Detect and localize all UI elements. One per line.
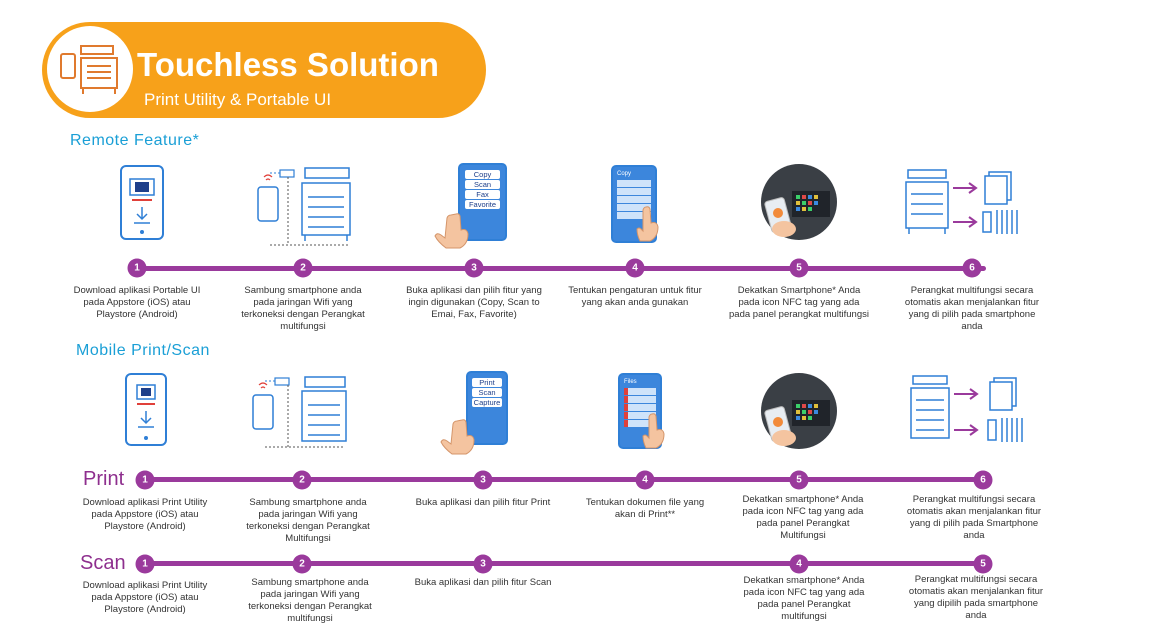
settings-row bbox=[617, 180, 651, 187]
step-caption: Buka aplikasi dan pilih fitur Scan bbox=[414, 577, 552, 588]
row-label-scan: Scan bbox=[80, 552, 126, 574]
step-caption: Sambung smartphone anda pada jaringan Wi… bbox=[248, 577, 372, 624]
menu-item-copy: Copy bbox=[465, 170, 500, 179]
step-dot: 6 bbox=[973, 470, 993, 490]
nfc-tap-icon bbox=[761, 373, 837, 449]
settings-row bbox=[617, 188, 651, 195]
step-caption: Buka aplikasi dan pilih fitur yang ingin… bbox=[406, 285, 542, 320]
file-row bbox=[624, 412, 656, 419]
step-dot: 3 bbox=[464, 258, 484, 278]
step-caption: Tentukan pengaturan untuk fitur yang aka… bbox=[568, 285, 702, 308]
phone-download-icon bbox=[120, 165, 164, 240]
menu-item-fax: Fax bbox=[465, 190, 500, 199]
step-caption: Buka aplikasi dan pilih fitur Print bbox=[415, 497, 551, 508]
files-title: Files bbox=[624, 379, 637, 385]
wifi-mfp-icon bbox=[257, 167, 351, 246]
step-dot: 5 bbox=[789, 470, 809, 490]
page-subtitle: Print Utility & Portable UI bbox=[144, 90, 332, 109]
step-dot: 4 bbox=[789, 554, 809, 574]
section-title-remote: Remote Feature* bbox=[70, 132, 200, 149]
step-dot: 2 bbox=[292, 470, 312, 490]
file-row bbox=[624, 404, 656, 411]
hand-pointer-icon bbox=[440, 419, 475, 455]
menu-item-favorite: Favorite bbox=[465, 200, 500, 209]
step-dot: 5 bbox=[789, 258, 809, 278]
mfp-output-icon bbox=[905, 169, 1018, 234]
step-dot: 6 bbox=[962, 258, 982, 278]
menu-item-scan: Scan bbox=[472, 388, 502, 397]
hand-pointer-icon bbox=[642, 413, 665, 449]
nfc-tap-icon bbox=[761, 164, 837, 240]
step-dot: 2 bbox=[293, 258, 313, 278]
phone-download-print-icon bbox=[125, 373, 167, 446]
step-dot: 2 bbox=[292, 554, 312, 574]
step-caption: Download aplikasi Portable UI pada Appst… bbox=[73, 285, 201, 320]
mfp-output-icon bbox=[910, 375, 1023, 442]
file-row bbox=[624, 388, 656, 395]
mfp-logo-icon bbox=[47, 26, 133, 112]
wifi-mfp-icon bbox=[252, 376, 347, 448]
hand-pointer-icon bbox=[636, 206, 659, 242]
step-dot: 3 bbox=[473, 554, 493, 574]
row-label-print: Print bbox=[83, 468, 125, 490]
page-title: Touchless Solution bbox=[137, 46, 439, 83]
step-caption: Tentukan dokumen file yang akan di Print… bbox=[585, 497, 705, 520]
settings-title: Copy bbox=[617, 171, 632, 177]
step-caption: Dekatkan Smartphone* Anda pada icon NFC … bbox=[729, 285, 869, 320]
phone-menu-remote: Copy Scan Fax Favorite bbox=[458, 163, 507, 241]
hand-pointer-icon bbox=[434, 213, 469, 249]
step-caption: Perangkat multifungsi secara otomatis ak… bbox=[906, 494, 1042, 541]
step-dot: 4 bbox=[625, 258, 645, 278]
timeline-remote bbox=[128, 266, 986, 271]
step-dot: 1 bbox=[135, 554, 155, 574]
step-caption: Sambung smartphone anda pada jaringan Wi… bbox=[241, 285, 365, 332]
file-row bbox=[624, 420, 656, 427]
settings-row bbox=[617, 212, 651, 219]
section-title-mobile: Mobile Print/Scan bbox=[76, 342, 210, 359]
file-row bbox=[624, 396, 656, 403]
phone-menu-mobile: Print Scan Capture bbox=[466, 371, 508, 445]
settings-row bbox=[617, 196, 651, 203]
step-dot: 1 bbox=[127, 258, 147, 278]
settings-row bbox=[617, 204, 651, 211]
step-caption: Dekatkan smartphone* Anda pada icon NFC … bbox=[742, 494, 864, 541]
step-caption: Sambung smartphone anda pada jaringan Wi… bbox=[246, 497, 370, 544]
step-caption: Download aplikasi Print Utility pada App… bbox=[82, 580, 208, 615]
timeline-print bbox=[136, 477, 990, 482]
menu-item-capture: Capture bbox=[472, 398, 502, 407]
menu-item-scan: Scan bbox=[465, 180, 500, 189]
step-caption: Dekatkan smartphone* Anda pada icon NFC … bbox=[743, 575, 865, 622]
step-dot: 1 bbox=[135, 470, 155, 490]
step-caption: Download aplikasi Print Utility pada App… bbox=[82, 497, 208, 532]
step-dot: 4 bbox=[635, 470, 655, 490]
step-caption: Perangkat multifungsi secara otomatis ak… bbox=[904, 285, 1040, 332]
step-dot: 5 bbox=[973, 554, 993, 574]
menu-item-print: Print bbox=[472, 378, 502, 387]
timeline-scan bbox=[136, 561, 990, 566]
step-dot: 3 bbox=[473, 470, 493, 490]
step-caption: Perangkat multifungsi secara otomatis ak… bbox=[908, 574, 1044, 621]
